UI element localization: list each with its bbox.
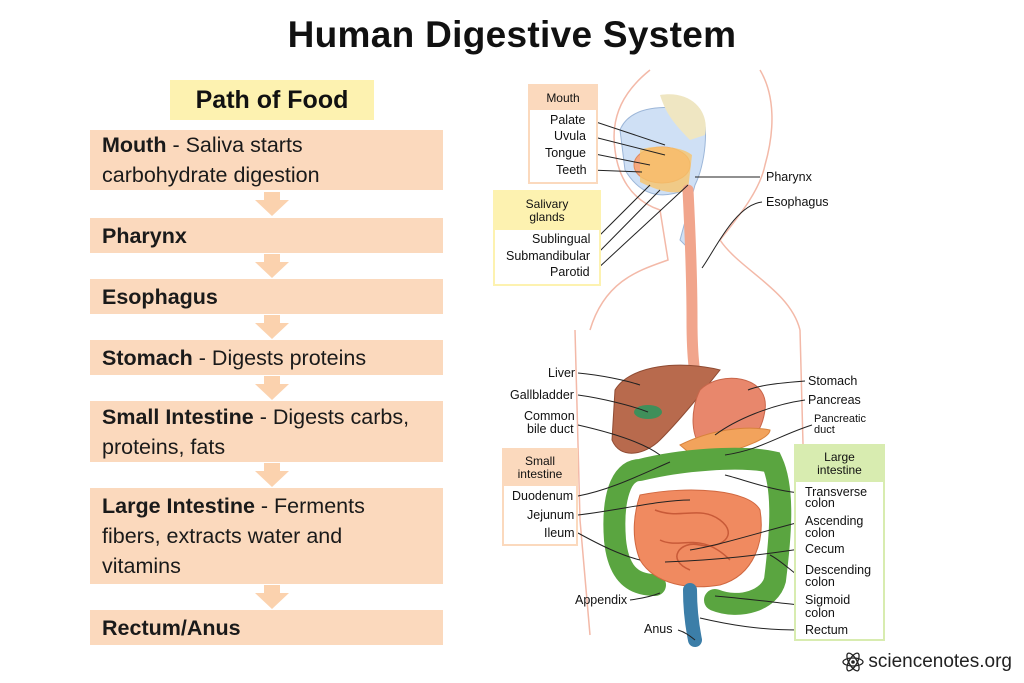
small-intestine-label-box: Small intestine xyxy=(502,448,578,546)
mouth-box-heading: Mouth xyxy=(530,86,596,110)
label-descending-colon-line2: colon xyxy=(805,575,835,589)
label-sigmoid-colon-line1: Sigmoid xyxy=(805,593,851,607)
label-uvula: Uvula xyxy=(554,129,586,143)
step-desc-line2: proteins, fats xyxy=(102,434,226,459)
label-ascending-colon-line1: Ascending xyxy=(805,514,864,528)
body-outline xyxy=(589,69,669,331)
label-transverse-colon-line1: Transverse xyxy=(805,485,868,499)
step-name: Small Intestine xyxy=(102,404,254,429)
flow-arrow xyxy=(255,254,289,278)
flow-arrow xyxy=(255,315,289,339)
label-gallbladder: Gallbladder xyxy=(510,388,574,402)
label-transverse-colon-line2: colon xyxy=(805,496,835,510)
label-cecum: Cecum xyxy=(805,542,845,556)
salivary-heading-line2: glands xyxy=(529,210,565,224)
label-rectum: Rectum xyxy=(805,623,849,637)
label-palate: Palate xyxy=(550,113,586,127)
label-ascending-colon-line2: colon xyxy=(805,526,835,540)
large-heading-line1: Large xyxy=(824,450,855,464)
label-duodenum: Duodenum xyxy=(512,489,574,503)
label-pancreatic-duct-line1: Pancreatic xyxy=(814,413,866,425)
step-stomach: Stomach - Digests proteins xyxy=(90,340,443,375)
step-desc-line3: vitamins xyxy=(102,554,181,578)
label-pancreatic-duct-line2: duct xyxy=(814,424,835,436)
flow-arrow xyxy=(255,463,289,487)
small-heading-line2: intestine xyxy=(517,467,563,481)
intestine-folds xyxy=(654,509,731,571)
step-desc-line2: carbohydrate digestion xyxy=(102,163,320,187)
flow-arrow xyxy=(255,376,289,400)
step-large-intestine: Large Intestine - Ferments fibers, extra… xyxy=(90,488,443,584)
step-pharynx: Pharynx xyxy=(90,218,443,253)
step-name: Large Intestine xyxy=(102,494,255,518)
watermark-text: sciencenotes.org xyxy=(868,651,1012,672)
label-pancreas: Pancreas xyxy=(808,393,861,407)
small-intestine-shape xyxy=(633,489,762,588)
label-sigmoid-colon-line2: colon xyxy=(805,606,835,620)
skull-shape xyxy=(660,94,706,140)
label-stomach: Stomach xyxy=(808,374,858,388)
label-sublingual: Sublingual xyxy=(532,232,591,246)
label-tongue: Tongue xyxy=(545,146,587,160)
label-submandibular: Submandibular xyxy=(506,249,591,263)
large-intestine-box-heading: Large intestine xyxy=(796,446,883,482)
small-intestine-box-heading: Small intestine xyxy=(504,450,576,486)
page-title: Human Digestive System xyxy=(287,14,737,55)
rectum-shape xyxy=(683,583,702,647)
label-esophagus: Esophagus xyxy=(766,195,829,209)
step-small-intestine: Small Intestine - Digests carbs, protein… xyxy=(90,401,443,462)
step-name: Stomach xyxy=(102,345,193,370)
salivary-glands-label-box: Salivary glands xyxy=(493,190,601,286)
label-appendix: Appendix xyxy=(575,593,628,607)
salivary-heading-line1: Salivary xyxy=(525,197,569,211)
digestive-system-illustration xyxy=(574,69,813,647)
salivary-box-heading: Salivary glands xyxy=(495,192,599,230)
large-intestine-label-box: Large intestine xyxy=(794,444,885,641)
step-desc-line2: fibers, extracts water and xyxy=(102,524,343,548)
label-teeth: Teeth xyxy=(556,163,587,177)
path-of-food-heading: Path of Food xyxy=(170,80,374,120)
body-outline xyxy=(574,329,591,636)
step-rectum-anus: Rectum/Anus xyxy=(90,610,443,645)
watermark: sciencenotes.org xyxy=(842,651,1012,673)
liver-shape xyxy=(611,364,721,454)
label-common-bile-duct-line2: bile duct xyxy=(527,422,574,436)
flow-arrow xyxy=(255,192,289,216)
flow-arrow xyxy=(255,585,289,609)
label-descending-colon-line1: Descending xyxy=(805,563,872,577)
step-desc: - Digests proteins xyxy=(192,345,367,370)
label-pharynx: Pharynx xyxy=(766,170,812,184)
step-name: Pharynx xyxy=(102,223,187,248)
label-liver: Liver xyxy=(548,366,576,380)
esophagus-shape xyxy=(682,184,706,401)
label-parotid: Parotid xyxy=(550,265,590,279)
step-mouth: Mouth - Saliva starts carbohydrate diges… xyxy=(90,130,443,190)
step-desc: - Digests carbs, xyxy=(253,404,410,429)
small-heading-line1: Small xyxy=(524,454,555,468)
label-common-bile-duct-line1: Common xyxy=(524,409,575,423)
label-anus: Anus xyxy=(644,622,673,636)
step-name: Mouth xyxy=(102,133,167,157)
step-esophagus: Esophagus xyxy=(90,279,443,314)
step-name: Rectum/Anus xyxy=(102,615,241,640)
atom-icon xyxy=(842,652,864,672)
step-desc: - Ferments xyxy=(254,494,365,518)
label-jejunum: Jejunum xyxy=(527,508,575,522)
step-desc: - Saliva starts xyxy=(166,133,303,157)
label-ileum: Ileum xyxy=(544,526,575,540)
mouth-label-box: Mouth xyxy=(528,84,598,184)
salivary-gland-shape xyxy=(640,146,692,193)
large-heading-line2: intestine xyxy=(817,463,862,477)
large-intestine-shape xyxy=(603,447,792,615)
body-outline xyxy=(719,69,801,331)
step-name: Esophagus xyxy=(102,284,218,309)
